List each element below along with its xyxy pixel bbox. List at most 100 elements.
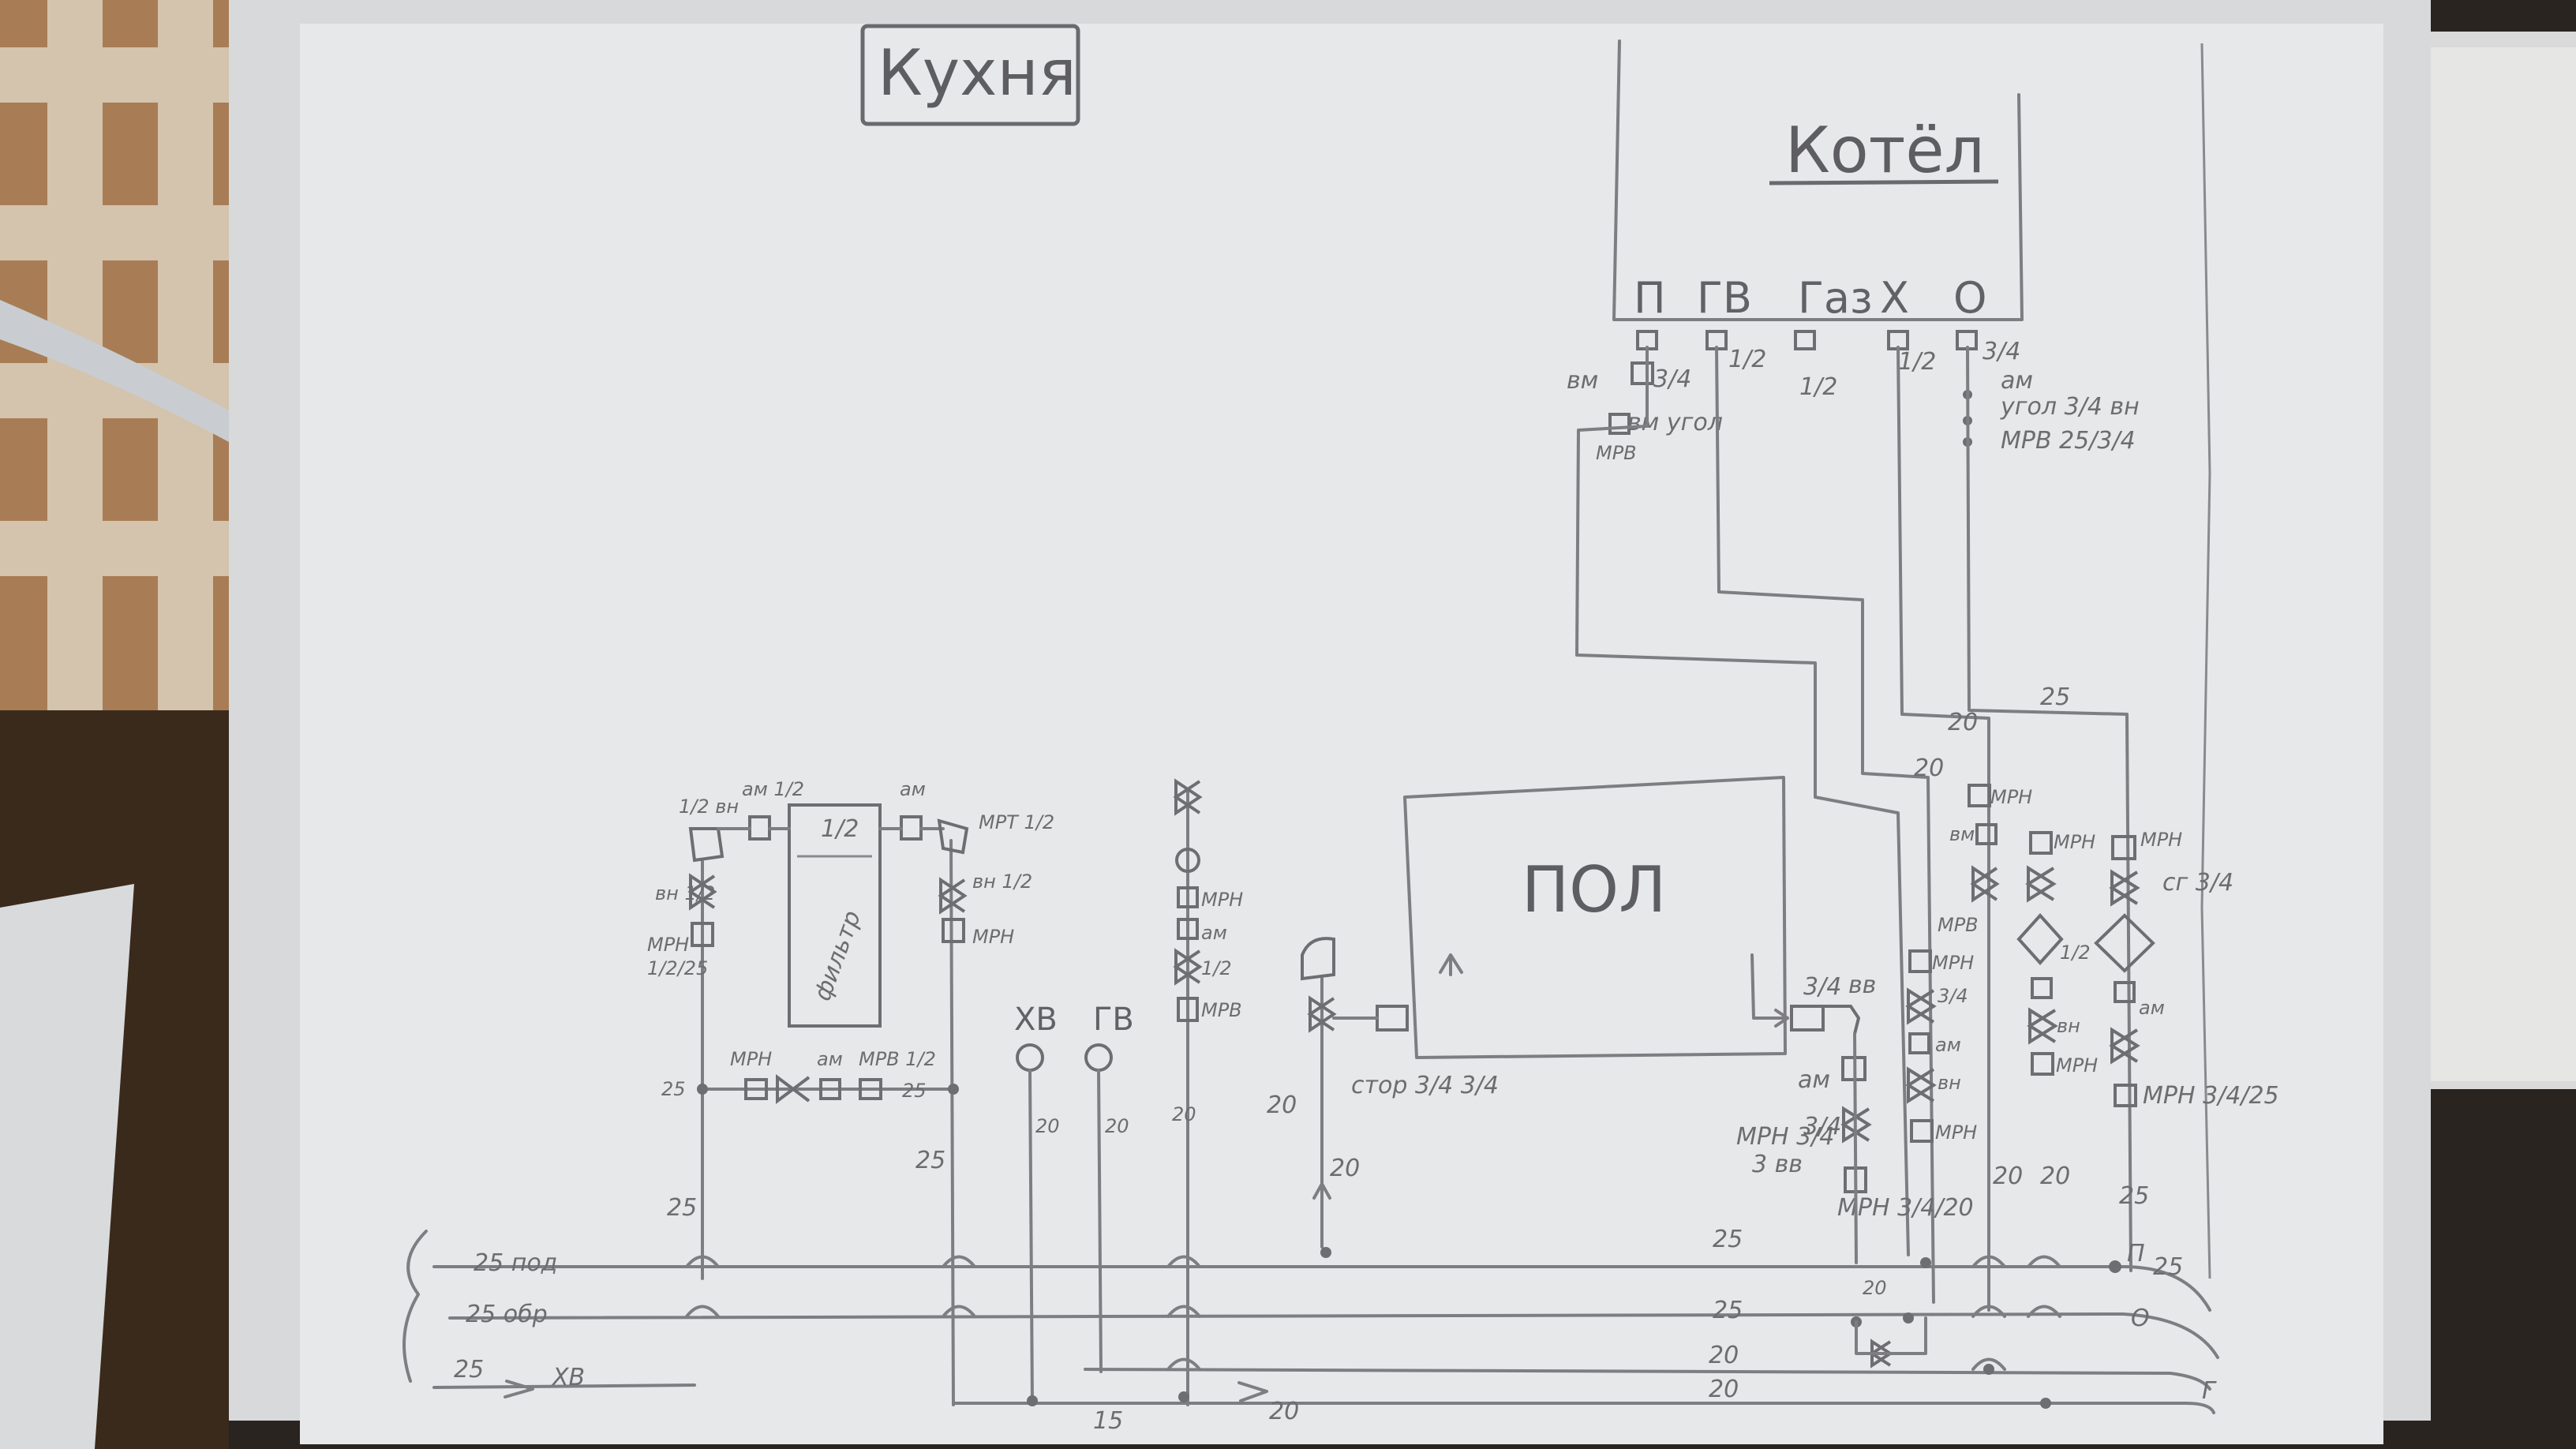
vent-size: 20 bbox=[1172, 1103, 1196, 1125]
port-size-o: 3/4 bbox=[1983, 338, 2020, 365]
bypass-mrv: МРВ 1/2 bbox=[859, 1048, 936, 1070]
filter-assembly: 1/2 фильтр 1/2 вн ам 1/2 вн 1/2 МРН 1/2/… bbox=[647, 778, 1054, 1406]
main-supply-label: 25 под bbox=[474, 1249, 557, 1277]
filter-right-mrt: МРТ 1/2 bbox=[979, 811, 1054, 833]
floor-mrn: МРН 3/4 bbox=[1736, 1123, 1834, 1151]
main-end-o: О bbox=[2131, 1305, 2150, 1332]
filter-right-mrn: МРН bbox=[972, 926, 1014, 948]
boiler-port-gv: ГВ bbox=[1697, 273, 1752, 323]
main-end-p: П bbox=[2127, 1240, 2145, 1267]
r4-mrn2: МРН 3/4/25 bbox=[2143, 1082, 2279, 1110]
r2-mrn2: МРН bbox=[1935, 1121, 1977, 1144]
r1-mrv: МРВ bbox=[1938, 914, 1979, 936]
vent-mrv: МРВ bbox=[1201, 999, 1242, 1021]
bypass-right-size: 25 bbox=[902, 1080, 927, 1102]
o-angle-label: угол 3/4 вн bbox=[2000, 393, 2140, 421]
vent-am: ам bbox=[1201, 922, 1227, 944]
bypass-am: ам bbox=[817, 1048, 843, 1070]
floor-size: 3/4 bbox=[1803, 1113, 1841, 1140]
supply-size-bot: 20 bbox=[1993, 1163, 2023, 1190]
kitchen-title-box: Кухня bbox=[860, 24, 1080, 126]
r2-size: 3/4 bbox=[1938, 985, 1968, 1007]
riser-20-label: 20 bbox=[1863, 1277, 1887, 1299]
filter-right-am: ам bbox=[900, 778, 926, 800]
p-vm-label: вм bbox=[1567, 367, 1598, 395]
r2-mrn1: МРН bbox=[1932, 952, 1974, 974]
o-mrv-label: МРВ 25/3/4 bbox=[2001, 427, 2136, 455]
vent-mrn: МРН bbox=[1201, 889, 1243, 911]
filter-left-vn: вн 1/2 bbox=[655, 882, 715, 904]
filter-right-pipe-size: 25 bbox=[915, 1147, 945, 1174]
r3-half: 1/2 bbox=[2060, 942, 2091, 964]
main-bottom-20: 20 bbox=[1269, 1398, 1299, 1425]
r3-mrn1: МРН bbox=[2054, 831, 2095, 853]
r2-am: ам bbox=[1935, 1034, 1961, 1056]
tap-gv: ГВ bbox=[1093, 1002, 1134, 1038]
port-size-p: 3/4 bbox=[1653, 365, 1691, 393]
main-l4-size: 20 bbox=[1709, 1376, 1739, 1403]
tap-gv-size: 20 bbox=[1105, 1115, 1129, 1137]
boiler-risers: 20 25 20 20 20 25 bbox=[1575, 346, 2149, 1312]
filter-size: 1/2 bbox=[821, 815, 859, 843]
filter-left-pipe-size: 25 bbox=[667, 1194, 697, 1222]
gv-size-mid: 20 bbox=[1914, 754, 1944, 782]
r3-mrn2: МРН bbox=[2056, 1054, 2098, 1076]
boiler-port-x: Х bbox=[1880, 273, 1909, 323]
return-size: 25 bbox=[2119, 1182, 2149, 1210]
vent-half: 1/2 bbox=[1201, 957, 1232, 979]
r4-sg: сг 3/4 bbox=[2162, 869, 2233, 897]
floor-mrn2: МРН 3/4/20 bbox=[1837, 1194, 1974, 1222]
main-return-label: 25 обр bbox=[466, 1301, 548, 1328]
main-end-g: Г bbox=[2202, 1377, 2217, 1405]
wall-line bbox=[2200, 43, 2211, 1279]
o-am-label: ам bbox=[2001, 367, 2033, 395]
paper bbox=[229, 0, 2431, 1444]
filter-left-size: 1/2/25 bbox=[647, 957, 708, 979]
port-size-gv: 1/2 bbox=[1728, 346, 1766, 373]
main-supply-size: 25 bbox=[1713, 1226, 1743, 1253]
main-end-p-size: 25 bbox=[2153, 1253, 2183, 1281]
boiler-port-p: П bbox=[1634, 273, 1666, 323]
mains: 25 под 25 обр 25 ХВ 25 25 20 20 15 20 П … bbox=[402, 1226, 2219, 1435]
filter-right-vn: вн 1/2 bbox=[972, 871, 1032, 893]
floor-title: ПОЛ bbox=[1522, 853, 1666, 927]
r2-vn: вн bbox=[1938, 1072, 1961, 1094]
main-cold-arrow: ХВ bbox=[551, 1364, 585, 1391]
heated-floor: ПОЛ 3/4 вв ам 3/4 МРН 3/4 3 вв МРН 3/4/2… bbox=[1330, 776, 1974, 1264]
r4-mrn1: МРН bbox=[2140, 829, 2182, 851]
tap-xv: ХВ bbox=[1014, 1002, 1058, 1038]
main-return-size: 25 bbox=[1713, 1297, 1743, 1324]
supply-size-top: 25 bbox=[2040, 683, 2070, 711]
p-angle-label: вм угол bbox=[1627, 409, 1723, 436]
boiler-title: Котёл bbox=[1785, 114, 1985, 187]
floor-twenty: 20 bbox=[1330, 1155, 1360, 1182]
riser-fittings: МРН вм МРВ МРН 3/4 ам вн МРН МРН 1/2 вн … bbox=[1905, 784, 2279, 1144]
floor-am: ам bbox=[1798, 1066, 1830, 1094]
kitchen-taps: ХВ ГВ 20 20 bbox=[1014, 1002, 1134, 1405]
r1-mrn: МРН bbox=[1990, 786, 2032, 808]
r4-am: ам bbox=[2139, 997, 2165, 1019]
boiler: Котёл П ГВ Газ Х О 1/2 1/2 1/2 3/4 3/4 в… bbox=[1567, 39, 2140, 464]
main-cold-size: 25 bbox=[454, 1356, 484, 1383]
floor-supply-tap: 20 bbox=[1267, 937, 1379, 1249]
port-size-x: 1/2 bbox=[1898, 348, 1936, 376]
filter-left-top: 1/2 вн bbox=[679, 796, 739, 818]
filter-left-mrn: МРН bbox=[647, 934, 689, 956]
kitchen-title: Кухня bbox=[878, 36, 1076, 110]
filter-left-am: ам 1/2 bbox=[742, 778, 804, 800]
tap-xv-size: 20 bbox=[1035, 1115, 1060, 1137]
floor-inlet-size: 3/4 bbox=[1803, 973, 1841, 1001]
riser-vent: МРН ам 1/2 МРВ 20 bbox=[1172, 778, 1243, 1406]
cold-size-top: 20 bbox=[1948, 709, 1978, 736]
floor-inlet-vm: вв bbox=[1848, 972, 1876, 999]
tap-stor-size: 20 bbox=[1267, 1091, 1297, 1119]
p-mrv-label: МРВ bbox=[1596, 442, 1637, 464]
gv-size-bot: 20 bbox=[2040, 1163, 2070, 1190]
main-l3-size: 20 bbox=[1709, 1342, 1739, 1369]
floor-vn: 3 вв bbox=[1752, 1151, 1803, 1178]
floor-stor: стор 3/4 3/4 bbox=[1351, 1072, 1499, 1099]
boiler-port-gas: Газ bbox=[1798, 273, 1873, 323]
bypass-mrn: МРН bbox=[730, 1048, 772, 1070]
bypass-size: 25 bbox=[661, 1078, 686, 1100]
